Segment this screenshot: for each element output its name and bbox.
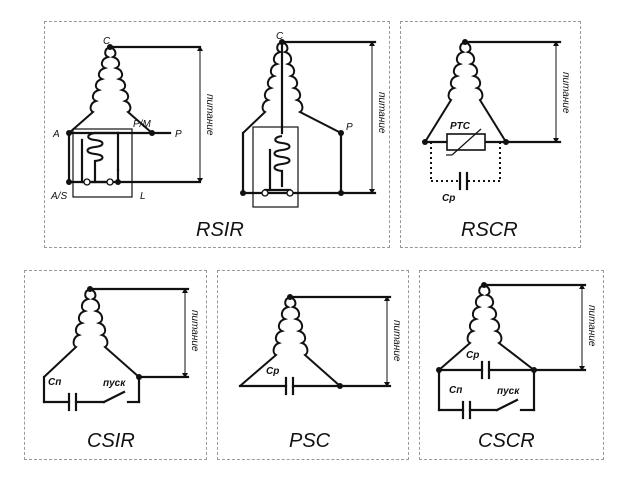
cscr-supply-label: питание	[586, 305, 597, 347]
csir-start-switch	[102, 390, 126, 404]
rsir1-label-c: C	[103, 36, 111, 47]
psc-motor	[238, 294, 392, 396]
psc-label-cp: Cp	[266, 366, 279, 377]
cscr-label-start: пуск	[497, 386, 520, 397]
rsir-motor-2	[240, 39, 377, 208]
cscr-motor	[436, 282, 587, 420]
cscr-label-cp: Cp	[466, 350, 479, 361]
csir-caption: CSIR	[87, 430, 135, 452]
rsir-caption: RSIR	[196, 219, 244, 241]
cscr-start-switch	[495, 398, 519, 412]
csir-label-cn: Cп	[48, 377, 61, 388]
rsir1-aux-winding	[109, 46, 153, 134]
rsir1-label-p: P	[175, 129, 182, 140]
rsir1-label-l: L	[140, 191, 146, 202]
cscr-aux-winding	[483, 284, 535, 371]
rsir1-contact-r	[106, 178, 114, 186]
rscr-main-winding	[424, 41, 466, 143]
csir-label-start: пуск	[103, 378, 126, 389]
rsir2-relay-box	[252, 126, 299, 208]
psc-supply-label: питание	[391, 320, 402, 362]
rscr-supply-label: питание	[560, 72, 571, 114]
rscr-caption: RSCR	[461, 219, 518, 241]
panel-csir	[24, 270, 207, 460]
rscr-motor	[422, 39, 562, 191]
rscr-label-ptc: PTC	[450, 121, 471, 132]
panel-rscr	[400, 21, 581, 248]
psc-caption: PSC	[289, 430, 331, 452]
rsir2-aux-winding	[281, 41, 342, 134]
rsir1-main-winding	[68, 46, 111, 134]
psc-aux-winding	[289, 296, 341, 387]
rsir2-label-p: P	[346, 122, 353, 133]
rsir1-supply-label: питание	[204, 94, 215, 136]
csir-supply-label: питание	[189, 310, 200, 352]
rsir2-main-winding	[242, 41, 283, 134]
rscr-ptc-slash	[451, 128, 482, 156]
cscr-label-cn: Cп	[449, 385, 462, 396]
rsir-motor-1	[66, 44, 203, 198]
rsir1-relay-coil	[86, 132, 104, 162]
rsir2-supply-label: питание	[376, 92, 387, 134]
panel-psc	[217, 270, 409, 460]
rsir1-label-pm: P/M	[133, 119, 151, 130]
rscr-aux-winding	[464, 41, 507, 143]
rsir1-label-a: A	[52, 129, 60, 140]
rsir1-label-as: A/S	[50, 191, 67, 202]
cscr-main-winding	[438, 284, 485, 371]
rsir2-label-c: C	[276, 31, 284, 42]
cscr-caption: CSCR	[478, 430, 535, 452]
csir-motor	[42, 286, 190, 412]
psc-main-winding	[239, 296, 291, 387]
csir-aux-winding	[89, 288, 140, 378]
rscr-label-cp: Cp	[442, 193, 455, 204]
csir-main-winding	[43, 288, 91, 378]
rsir2-relay-coil	[273, 135, 291, 172]
rsir1-contact-l	[83, 178, 91, 186]
panel-cscr	[419, 270, 604, 460]
rsir1-relay-box	[72, 128, 133, 198]
panel-rsir	[44, 21, 390, 248]
